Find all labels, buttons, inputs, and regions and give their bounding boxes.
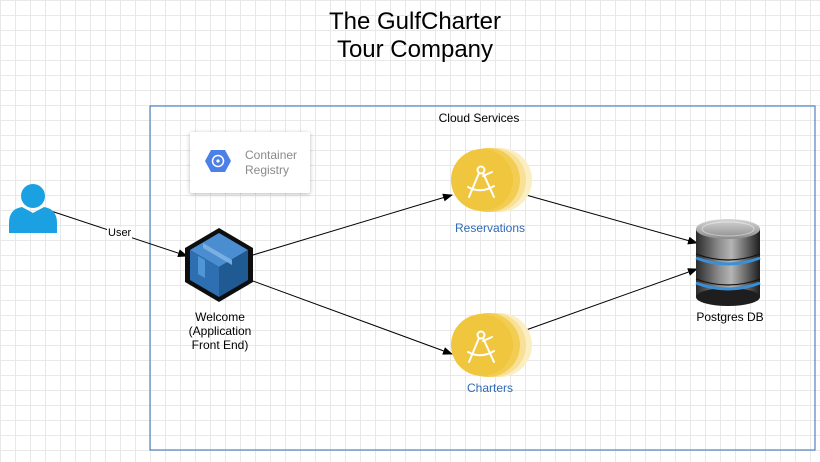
charters-icon[interactable] [451,313,532,377]
container-registry-hex-icon [205,150,231,172]
cloud-services-label: Cloud Services [438,111,520,125]
postgres-db-label: Postgres DB [696,310,764,324]
charters-label: Charters [466,381,513,395]
edge-welcome-to-reservations [252,193,453,256]
user-icon[interactable] [9,184,57,233]
diagram-title-line-2: Tour Company [336,36,494,63]
welcome-label-line-1: Welcome [195,310,245,324]
welcome-label-line-3: Front End) [191,338,249,352]
welcome-label-line-2: (Application [188,324,252,338]
edge-welcome-to-charters [252,280,453,355]
edge-label-user: User [107,227,133,240]
container-registry-label-line-2: Registry [245,163,290,177]
cube-icon[interactable] [185,228,253,302]
diagram-title-line-1: The GulfCharter [328,8,502,35]
container-registry-label-line-1: Container [245,148,298,162]
edge-charters-to-db [525,268,698,331]
reservations-icon[interactable] [451,148,532,212]
database-icon[interactable] [695,219,761,306]
edge-reservations-to-db [525,194,698,245]
reservations-label: Reservations [454,221,526,235]
cloud-services-boundary [149,105,816,451]
